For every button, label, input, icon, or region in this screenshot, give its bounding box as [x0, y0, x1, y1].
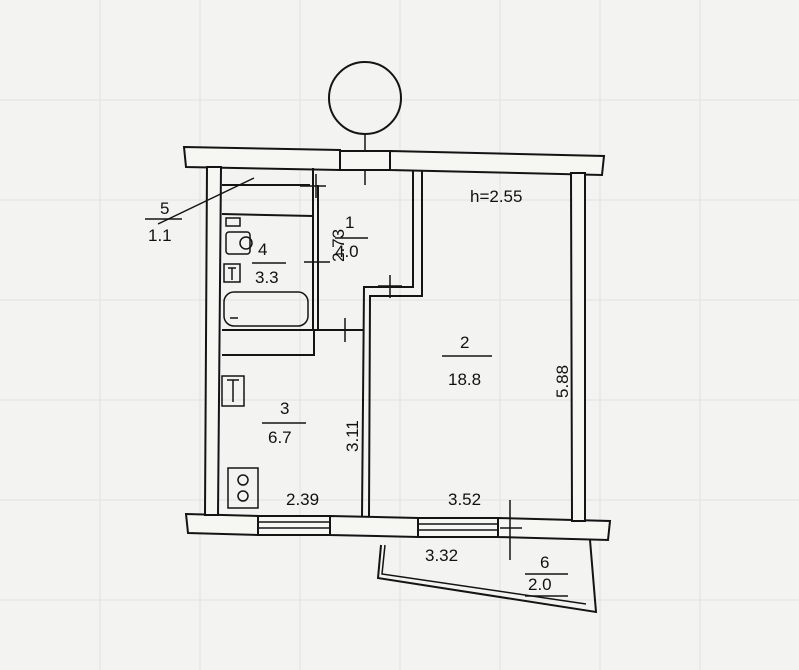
room-6-number: 6	[540, 553, 549, 572]
fraction-bars	[252, 237, 492, 424]
bathroom-fixtures	[223, 217, 309, 327]
window-kitchen[interactable]	[257, 515, 331, 536]
loggia	[376, 539, 598, 614]
partitions	[221, 168, 423, 517]
door-ticks	[300, 174, 522, 560]
sink-icon	[225, 217, 241, 227]
dimension-3-32: 3.32	[425, 546, 458, 565]
room-2-area: 18.8	[448, 370, 481, 389]
bottom-wall-right	[497, 516, 612, 542]
dimension-5-88: 5.88	[553, 365, 572, 398]
room-5-area: 1.1	[148, 226, 172, 245]
room-4-number: 4	[258, 240, 267, 259]
washbasin-icon	[223, 263, 241, 283]
kitchen-fixtures	[221, 375, 259, 509]
ceiling-height: h=2.55	[470, 187, 522, 206]
dimension-2-73: 2.73	[329, 229, 348, 262]
left-wall	[203, 166, 223, 516]
toilet-icon	[225, 231, 251, 255]
room-6-area: 2.0	[528, 575, 552, 594]
dimension-3-52: 3.52	[448, 490, 481, 509]
entrance-marker	[328, 61, 402, 135]
stove-icon	[227, 467, 259, 509]
entrance-door-opening[interactable]	[339, 150, 391, 171]
bottom-wall-mid	[329, 514, 419, 539]
room-5-number: 5	[160, 199, 169, 218]
bottom-wall-left	[184, 512, 259, 537]
room-3-number: 3	[280, 399, 289, 418]
dimension-3-11: 3.11	[343, 420, 362, 452]
top-wall-right	[389, 149, 606, 177]
closet-leader	[157, 177, 255, 225]
right-wall	[569, 172, 586, 522]
room-1-area: 4.0	[335, 242, 359, 261]
room-1-number: 1	[345, 213, 354, 232]
room-2-number: 2	[460, 333, 469, 352]
bathtub-icon	[223, 291, 309, 327]
room-3-area: 6.7	[268, 428, 292, 447]
window-room[interactable]	[417, 517, 499, 538]
dimension-2-39: 2.39	[286, 490, 319, 509]
room-4-area: 3.3	[255, 268, 279, 287]
kitchen-sink-icon	[221, 375, 245, 407]
